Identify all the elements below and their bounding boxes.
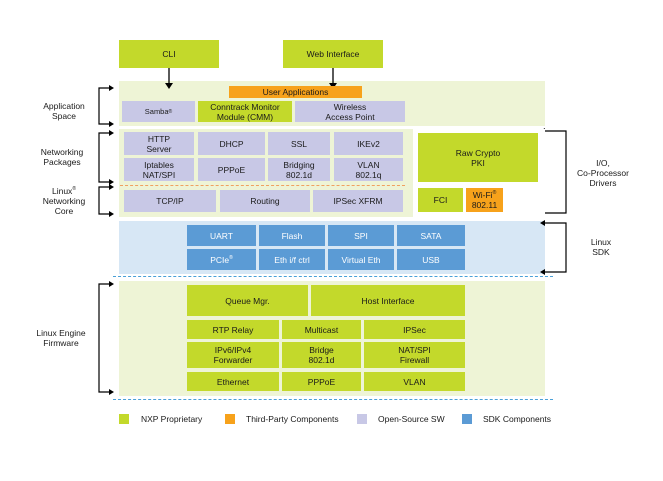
firmware-separator-line xyxy=(113,399,553,400)
pcie-box: PCIe® xyxy=(187,249,256,270)
queue-mgr-box: Queue Mgr. xyxy=(187,285,308,316)
fw-pppoe-box: PPPoE xyxy=(282,372,361,391)
sdk-separator-line xyxy=(113,276,553,277)
ethernet-box: Ethernet xyxy=(187,372,279,391)
web-interface-box: Web Interface xyxy=(283,40,383,68)
ssl-box: SSL xyxy=(268,132,330,155)
virtual-eth-box: Virtual Eth xyxy=(328,249,394,270)
legend-label-nxp: NXP Proprietary xyxy=(141,414,203,424)
core-separator xyxy=(120,185,405,186)
application-space-label: Application Space xyxy=(43,101,85,121)
ikev2-box: IKEv2 xyxy=(334,132,403,155)
cli-box: CLI xyxy=(119,40,219,68)
web-interface-label: Web Interface xyxy=(306,49,360,59)
wifi-box: Wi-Fi® 802.11 xyxy=(466,188,503,212)
linux-sdk-label: Linux SDK xyxy=(590,237,612,257)
legend-swatch-open-source xyxy=(357,414,367,424)
legend-swatch-nxp xyxy=(119,414,129,424)
ipsec-xfrm-box: IPSec XFRM xyxy=(313,190,403,212)
fw-vlan-box: VLAN xyxy=(364,372,465,391)
rtp-relay-box: RTP Relay xyxy=(187,320,279,339)
tcpip-box: TCP/IP xyxy=(124,190,216,212)
legend-swatch-third-party xyxy=(225,414,235,424)
eth-if-ctrl-box: Eth i/f ctrl xyxy=(259,249,325,270)
pppoe-box: PPPoE xyxy=(198,158,265,181)
wireless-box: Wireless Access Point xyxy=(295,101,405,122)
host-interface-box: Host Interface xyxy=(311,285,465,316)
dhcp-box: DHCP xyxy=(198,132,265,155)
cli-label: CLI xyxy=(162,49,176,59)
legend-label-third-party: Third-Party Components xyxy=(246,414,339,424)
spi-box: SPI xyxy=(328,225,394,246)
conntrack-box: Conntrack Monitor Module (CMM) xyxy=(198,101,292,122)
flash-box: Flash xyxy=(259,225,325,246)
legend-swatch-sdk xyxy=(462,414,472,424)
samba-box: Samba® xyxy=(122,101,195,122)
uart-box: UART xyxy=(187,225,256,246)
multicast-box: Multicast xyxy=(282,320,361,339)
sata-box: SATA xyxy=(397,225,465,246)
io-coprocessor-label: I/O, Co-Processor Drivers xyxy=(577,158,629,188)
routing-box: Routing xyxy=(220,190,310,212)
fci-box: FCI xyxy=(418,188,463,212)
ipsec-box: IPSec xyxy=(364,320,465,339)
usb-box: USB xyxy=(397,249,465,270)
legend-label-sdk: SDK Components xyxy=(483,414,552,424)
networking-packages-label: Networking Packages xyxy=(40,147,84,167)
linux-networking-core-label: Linux® Networking Core xyxy=(42,186,86,216)
user-applications-box: User Applications xyxy=(229,86,362,98)
legend-label-open-source: Open-Source SW xyxy=(378,414,445,424)
linux-engine-firmware-label: Linux Engine Firmware xyxy=(36,328,86,348)
